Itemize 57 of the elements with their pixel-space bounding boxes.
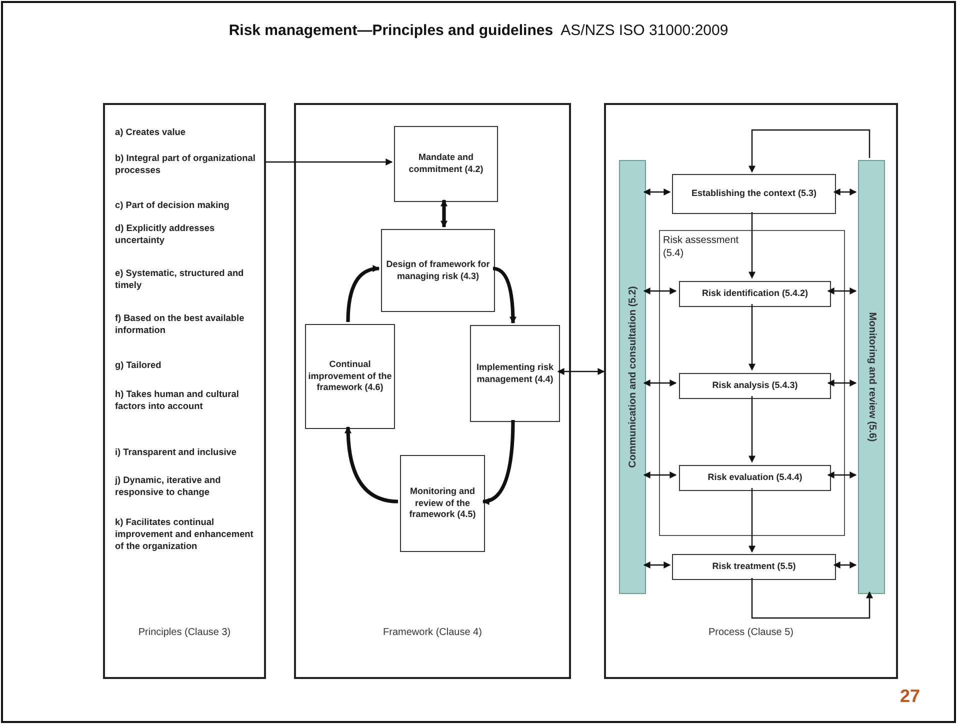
arrow	[748, 212, 756, 279]
process-box: Design of framework for managing risk (4.3)	[381, 229, 495, 312]
arrow	[643, 288, 677, 294]
process-box: Risk analysis (5.4.3)	[679, 373, 831, 399]
arrow	[643, 380, 677, 386]
arrow	[748, 304, 756, 371]
principle-item: f) Based on the best available information	[115, 313, 246, 337]
principle-item: g) Tailored	[115, 360, 162, 372]
principle-item: d) Explicitly addresses uncertainty	[115, 223, 216, 247]
process-box: Continual improvement of the framework (4.6)	[305, 324, 395, 429]
arrow	[748, 396, 756, 463]
process-box: Risk evaluation (5.4.4)	[679, 465, 831, 491]
process-box: Risk identification (5.4.2)	[679, 281, 831, 307]
process-box: Establishing the context (5.3)	[672, 174, 836, 214]
group-frame	[659, 230, 845, 536]
process-box: Mandate and commitment (4.2)	[394, 126, 498, 202]
section-panel	[604, 103, 898, 679]
arrow	[827, 288, 857, 294]
arrow	[482, 420, 515, 504]
process-box: Monitoring and review of the framework (4.5)	[400, 455, 485, 552]
section-caption: Framework (Clause 4)	[382, 626, 483, 639]
principle-item: e) Systematic, structured and timely	[115, 268, 245, 292]
arrow	[751, 578, 873, 619]
arrow	[346, 265, 380, 322]
arrow	[440, 199, 448, 228]
arrow	[833, 188, 857, 196]
principle-item: k) Facilitates continual improvement and enhancement of the organization	[115, 517, 254, 553]
arrow	[748, 488, 756, 553]
arrow	[557, 368, 605, 375]
side-bar	[619, 160, 646, 594]
principle-item: b) Integral part of organizational processes	[115, 153, 256, 177]
group-label: Risk assessment (5.4)	[663, 235, 740, 260]
slide-title: Risk management—Principles and guidelines AS/NZS ISO 31000:2009	[228, 22, 730, 39]
arrow	[643, 562, 671, 568]
arrow	[827, 472, 857, 478]
bar-label: Communication and consultation (5.2)	[627, 286, 638, 468]
section-panel	[294, 103, 571, 679]
section-panel	[103, 103, 266, 679]
arrow	[643, 188, 671, 196]
page-number: 27	[900, 686, 920, 707]
side-bar	[858, 160, 885, 594]
principle-item: a) Creates value	[115, 127, 186, 139]
section-caption: Process (Clause 5)	[707, 626, 795, 639]
arrow	[643, 472, 677, 478]
arrow	[827, 380, 857, 386]
arrow	[266, 158, 393, 166]
bar-label: Monitoring and review (5.6)	[866, 312, 877, 442]
arrow	[344, 426, 398, 504]
principle-item: h) Takes human and cultural factors into account	[115, 389, 240, 413]
section-caption: Principles (Clause 3)	[137, 626, 232, 639]
process-box: Risk treatment (5.5)	[672, 554, 836, 580]
arrow	[833, 562, 857, 568]
arrow	[748, 129, 870, 173]
process-box: Implementing risk management (4.4)	[470, 325, 560, 422]
principle-item: j) Dynamic, iterative and responsive to change	[115, 475, 222, 499]
principle-item: c) Part of decision making	[115, 200, 230, 212]
principle-item: i) Transparent and inclusive	[115, 447, 238, 459]
